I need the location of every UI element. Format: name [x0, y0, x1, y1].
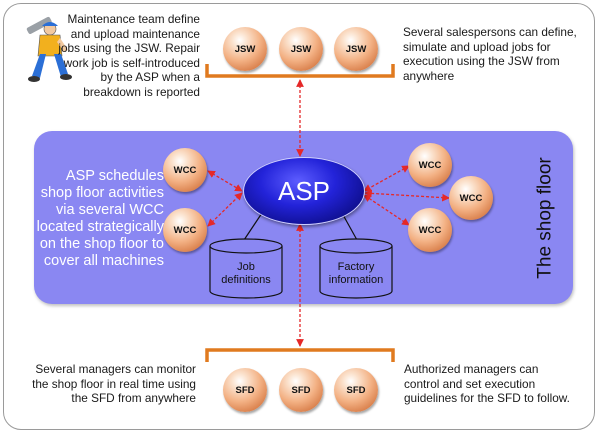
jsw-node-3: JSW	[334, 27, 378, 71]
sfd-node-1: SFD	[223, 368, 267, 412]
jsw-bracket	[205, 64, 395, 78]
link-asp-job-db	[243, 212, 263, 241]
wcc-node-label: WCC	[418, 224, 442, 236]
wcc-node-label: WCC	[459, 192, 483, 204]
arrow-wcc-left-bottom	[207, 192, 243, 227]
arrow-wcc-right-bottom	[363, 194, 410, 226]
note-managers-monitor: Several managers can monitor the shop fl…	[32, 362, 196, 406]
wcc-node-right-2: WCC	[449, 176, 493, 220]
note-asp-schedules: ASP schedules shop floor activities via …	[36, 168, 164, 269]
note-managers-control: Authorized managers can control and set …	[404, 362, 570, 406]
factory-information-label: Factory information	[328, 261, 384, 286]
wcc-node-label: WCC	[173, 164, 197, 176]
jsw-node-1: JSW	[223, 27, 267, 71]
jsw-node-label: JSW	[345, 43, 367, 55]
maintenance-worker-icon	[26, 16, 72, 82]
job-definitions-cylinder	[209, 238, 283, 299]
wcc-node-right-3: WCC	[408, 208, 452, 252]
jsw-node-label: JSW	[290, 43, 312, 55]
wcc-node-label: WCC	[173, 224, 197, 236]
asp-label: ASP	[277, 175, 331, 206]
wcc-node-left-2: WCC	[163, 208, 207, 252]
sfd-node-label: SFD	[291, 384, 311, 396]
diagram-frame	[3, 3, 595, 430]
sfd-node-2: SFD	[279, 368, 323, 412]
factory-information-cylinder	[319, 238, 393, 299]
wcc-node-label: WCC	[418, 159, 442, 171]
arrow-wcc-left-top	[207, 170, 243, 192]
arrow-wcc-right-top	[363, 165, 410, 192]
note-maintenance: Maintenance team define and upload maint…	[58, 12, 200, 99]
sfd-bracket	[205, 348, 395, 362]
link-asp-factory-db	[341, 212, 358, 241]
wcc-node-left-1: WCC	[163, 148, 207, 192]
note-salespersons: Several salespersons can define, simulat…	[403, 25, 577, 83]
sfd-node-3: SFD	[334, 368, 378, 412]
sfd-node-label: SFD	[235, 384, 255, 396]
job-definitions-label: Job definitions	[221, 261, 271, 286]
arrow-wcc-right-middle	[364, 189, 450, 202]
jsw-node-label: JSW	[234, 43, 256, 55]
wcc-node-right-1: WCC	[408, 143, 452, 187]
asp-node: ASP	[243, 157, 365, 225]
sfd-node-label: SFD	[346, 384, 366, 396]
jsw-node-2: JSW	[279, 27, 323, 71]
